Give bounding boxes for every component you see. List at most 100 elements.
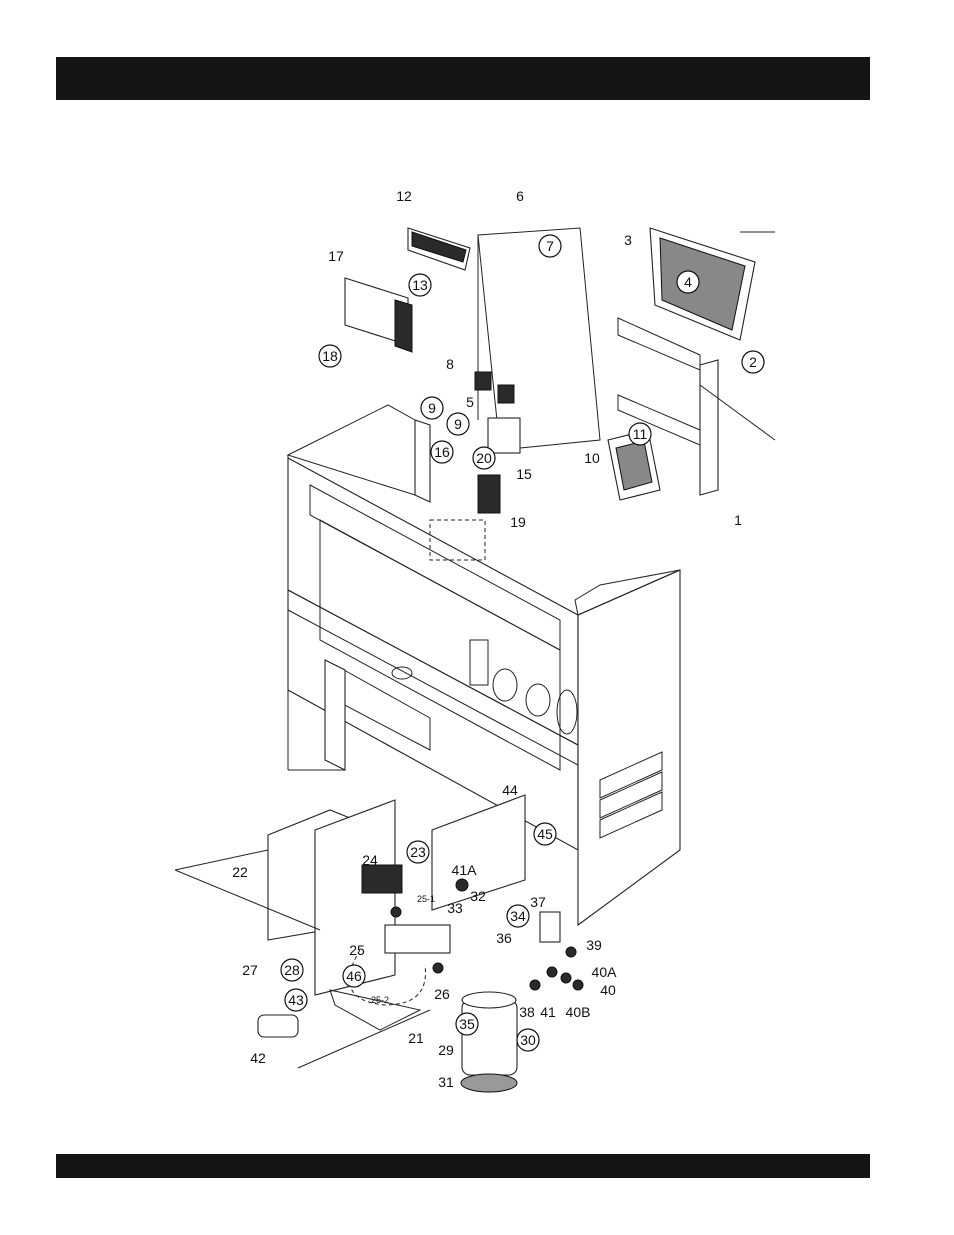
callout-c3: 3 xyxy=(624,232,632,248)
callout-c34: 34 xyxy=(507,905,529,927)
callout-label: 33 xyxy=(447,900,463,916)
callout-label: 40A xyxy=(592,964,618,980)
callout-c37: 37 xyxy=(530,894,546,910)
callout-c20: 20 xyxy=(473,447,495,469)
callout-label: 1 xyxy=(734,512,742,528)
callout-c41A: 41A xyxy=(452,862,478,878)
callout-label: 41A xyxy=(452,862,478,878)
callout-label: 39 xyxy=(586,937,602,953)
callout-c6: 6 xyxy=(516,188,524,204)
callout-label: 17 xyxy=(328,248,344,264)
callout-c25_2: 25-2 xyxy=(371,995,389,1005)
callout-label: 30 xyxy=(520,1032,536,1048)
callout-c8: 8 xyxy=(446,356,454,372)
callout-c4: 4 xyxy=(677,271,699,293)
callout-label: 10 xyxy=(584,450,600,466)
callout-c27: 27 xyxy=(242,962,258,978)
callout-label: 40B xyxy=(566,1004,591,1020)
callout-c26: 26 xyxy=(434,986,450,1002)
callout-label: 18 xyxy=(322,348,338,364)
callout-label: 2 xyxy=(749,354,757,370)
callout-label: 27 xyxy=(242,962,258,978)
callout-label: 21 xyxy=(408,1030,424,1046)
callout-c30: 30 xyxy=(517,1029,539,1051)
callout-label: 41 xyxy=(540,1004,556,1020)
callout-c21: 21 xyxy=(408,1030,424,1046)
callout-c25: 25 xyxy=(349,942,365,958)
callout-c40A: 40A xyxy=(592,964,618,980)
callout-label: 28 xyxy=(284,962,300,978)
callout-label: 32 xyxy=(470,888,486,904)
callout-c28: 28 xyxy=(281,959,303,981)
callout-label: 46 xyxy=(346,968,362,984)
callout-label: 8 xyxy=(446,356,454,372)
callout-c29: 29 xyxy=(438,1042,454,1058)
terminal-parts xyxy=(345,228,470,352)
callout-c32: 32 xyxy=(470,888,486,904)
callout-c43: 43 xyxy=(285,989,307,1011)
callout-label: 7 xyxy=(546,238,554,254)
callout-label: 38 xyxy=(519,1004,535,1020)
callout-label: 12 xyxy=(396,188,412,204)
callout-label: 9 xyxy=(428,400,436,416)
callout-c33: 33 xyxy=(447,900,463,916)
callout-c41: 41 xyxy=(540,1004,556,1020)
callout-label: 43 xyxy=(288,992,304,1008)
callout-label: 4 xyxy=(684,274,692,290)
callout-label: 26 xyxy=(434,986,450,1002)
callout-c10: 10 xyxy=(584,450,600,466)
callout-label: 35 xyxy=(459,1016,475,1032)
callout-label: 24 xyxy=(362,852,378,868)
callout-c9a: 9 xyxy=(421,397,443,419)
callout-c31: 31 xyxy=(438,1074,454,1090)
callout-label: 20 xyxy=(476,450,492,466)
callout-c2: 2 xyxy=(742,351,764,373)
control-panel-plate xyxy=(475,228,600,513)
callout-label: 29 xyxy=(438,1042,454,1058)
callout-label: 15 xyxy=(516,466,532,482)
callout-label: 22 xyxy=(232,864,248,880)
callout-label: 45 xyxy=(537,826,553,842)
callout-c11: 11 xyxy=(629,423,651,445)
callout-label: 34 xyxy=(510,908,526,924)
callout-label: 16 xyxy=(434,444,450,460)
callout-c25_1: 25-1 xyxy=(417,894,435,904)
callout-c13: 13 xyxy=(409,274,431,296)
callout-c22: 22 xyxy=(232,864,248,880)
callout-c7: 7 xyxy=(539,235,561,257)
callout-c46: 46 xyxy=(343,965,365,987)
callout-label: 19 xyxy=(510,514,526,530)
callout-c5: 5 xyxy=(466,394,474,410)
footer-bar xyxy=(56,1154,870,1178)
callout-c36: 36 xyxy=(496,930,512,946)
callout-label: 5 xyxy=(466,394,474,410)
callout-label: 23 xyxy=(410,844,426,860)
callout-c1: 1 xyxy=(734,512,742,528)
callout-label: 25-1 xyxy=(417,894,435,904)
callout-c16: 16 xyxy=(431,441,453,463)
callout-c40B: 40B xyxy=(566,1004,591,1020)
callout-label: 25 xyxy=(349,942,365,958)
callout-c17: 17 xyxy=(328,248,344,264)
callout-c40: 40 xyxy=(600,982,616,998)
callout-label: 36 xyxy=(496,930,512,946)
callout-label: 44 xyxy=(502,782,518,798)
callout-label: 31 xyxy=(438,1074,454,1090)
callout-c23: 23 xyxy=(407,841,429,863)
callout-c35: 35 xyxy=(456,1013,478,1035)
callout-c24: 24 xyxy=(362,852,378,868)
callout-label: 25-2 xyxy=(371,995,389,1005)
callout-label: 37 xyxy=(530,894,546,910)
callout-label: 13 xyxy=(412,277,428,293)
callout-label: 6 xyxy=(516,188,524,204)
callout-c18: 18 xyxy=(319,345,341,367)
callout-c44: 44 xyxy=(502,782,518,798)
callout-label: 42 xyxy=(250,1050,266,1066)
callout-c45: 45 xyxy=(534,823,556,845)
callout-c39: 39 xyxy=(586,937,602,953)
callout-c12: 12 xyxy=(396,188,412,204)
callout-c9b: 9 xyxy=(447,413,469,435)
callout-c19: 19 xyxy=(510,514,526,530)
callout-c42: 42 xyxy=(250,1050,266,1066)
